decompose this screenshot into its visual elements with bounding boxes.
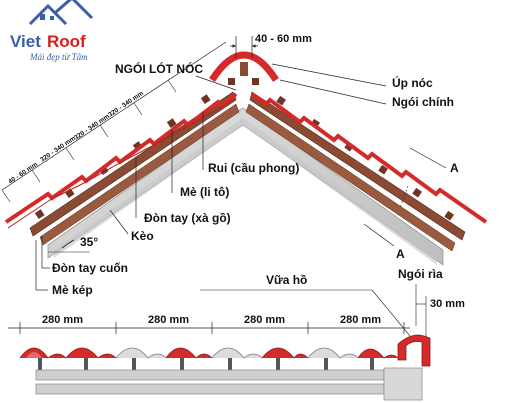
ridge-cap [209, 51, 279, 82]
edge-tile-profile [397, 334, 431, 367]
tile-spacing-label-4: 280 mm [340, 314, 381, 326]
tile-supports [38, 358, 374, 370]
ridge-cap-leader [271, 63, 387, 87]
double-batten-label: Mè kép [52, 283, 93, 297]
logo-brand-part1: Viet [10, 32, 41, 51]
tile-spacing-dimension [8, 322, 410, 334]
rafter-right [249, 91, 466, 241]
angle-label: 35° [80, 235, 98, 249]
tile-spacing-label-3: 280 mm [244, 314, 285, 326]
edge-wall-block [383, 367, 423, 401]
slope-dimension-line [1, 41, 227, 203]
angle-arc [61, 239, 75, 249]
mortar-label: Vữa hồ [266, 273, 307, 287]
ridge-gap-label: 40 - 60 mm [255, 33, 312, 45]
vietroof-logo: Viet Roof Mái đẹp từ Tâm [10, 0, 94, 62]
eave-beam-label: Đòn tay cuốn [52, 261, 128, 275]
section-a-top: A [450, 161, 459, 175]
slope-spacing-label-3: 320 - 340 mm [73, 113, 111, 142]
batten-label: Mè (li tô) [180, 185, 229, 199]
edge-offset-label: 30 mm [430, 298, 465, 310]
ridge-underlay-leader [195, 75, 237, 91]
slope-spacing-label-4: 320 - 340 mm [107, 90, 145, 119]
section-a-bottom: A [396, 247, 405, 261]
tile-line-left [4, 92, 238, 229]
tile-line-right [250, 92, 488, 224]
tile-spacing-label-1: 280 mm [42, 314, 83, 326]
ridge-underlay-label: NGÓI LÓT NÓC [115, 61, 203, 76]
tile-spacing-label-2: 280 mm [148, 314, 189, 326]
main-tile-leader [279, 79, 387, 105]
wave-tiles-grey [115, 347, 399, 359]
slope-spacing-label-2: 320 - 340 mm [39, 135, 77, 164]
ridge-cap-label: Úp nóc [392, 75, 433, 90]
purlin-right [245, 103, 456, 252]
main-tile-label: Ngói chính [392, 95, 454, 109]
wave-tiles-red [19, 347, 117, 359]
edge-tile-label: Ngói rìa [398, 267, 443, 281]
section-a-line-top [409, 147, 447, 169]
beam-label: Đòn tay (xà gồ) [144, 211, 231, 225]
rafter-label: Rui (cầu phong) [208, 161, 299, 175]
truss-beam [47, 107, 444, 266]
ridge-gap-dimension [230, 36, 258, 58]
logo-tagline: Mái đẹp từ Tâm [29, 52, 88, 62]
base-beam-top [35, 369, 385, 381]
logo-brand-part2: Roof [47, 32, 86, 51]
truss-leader [109, 209, 129, 235]
section-a-line-bottom [363, 223, 395, 247]
base-beam-bottom [35, 383, 385, 395]
house-logo-icon [28, 0, 94, 26]
truss-label: Kèo [131, 229, 154, 243]
